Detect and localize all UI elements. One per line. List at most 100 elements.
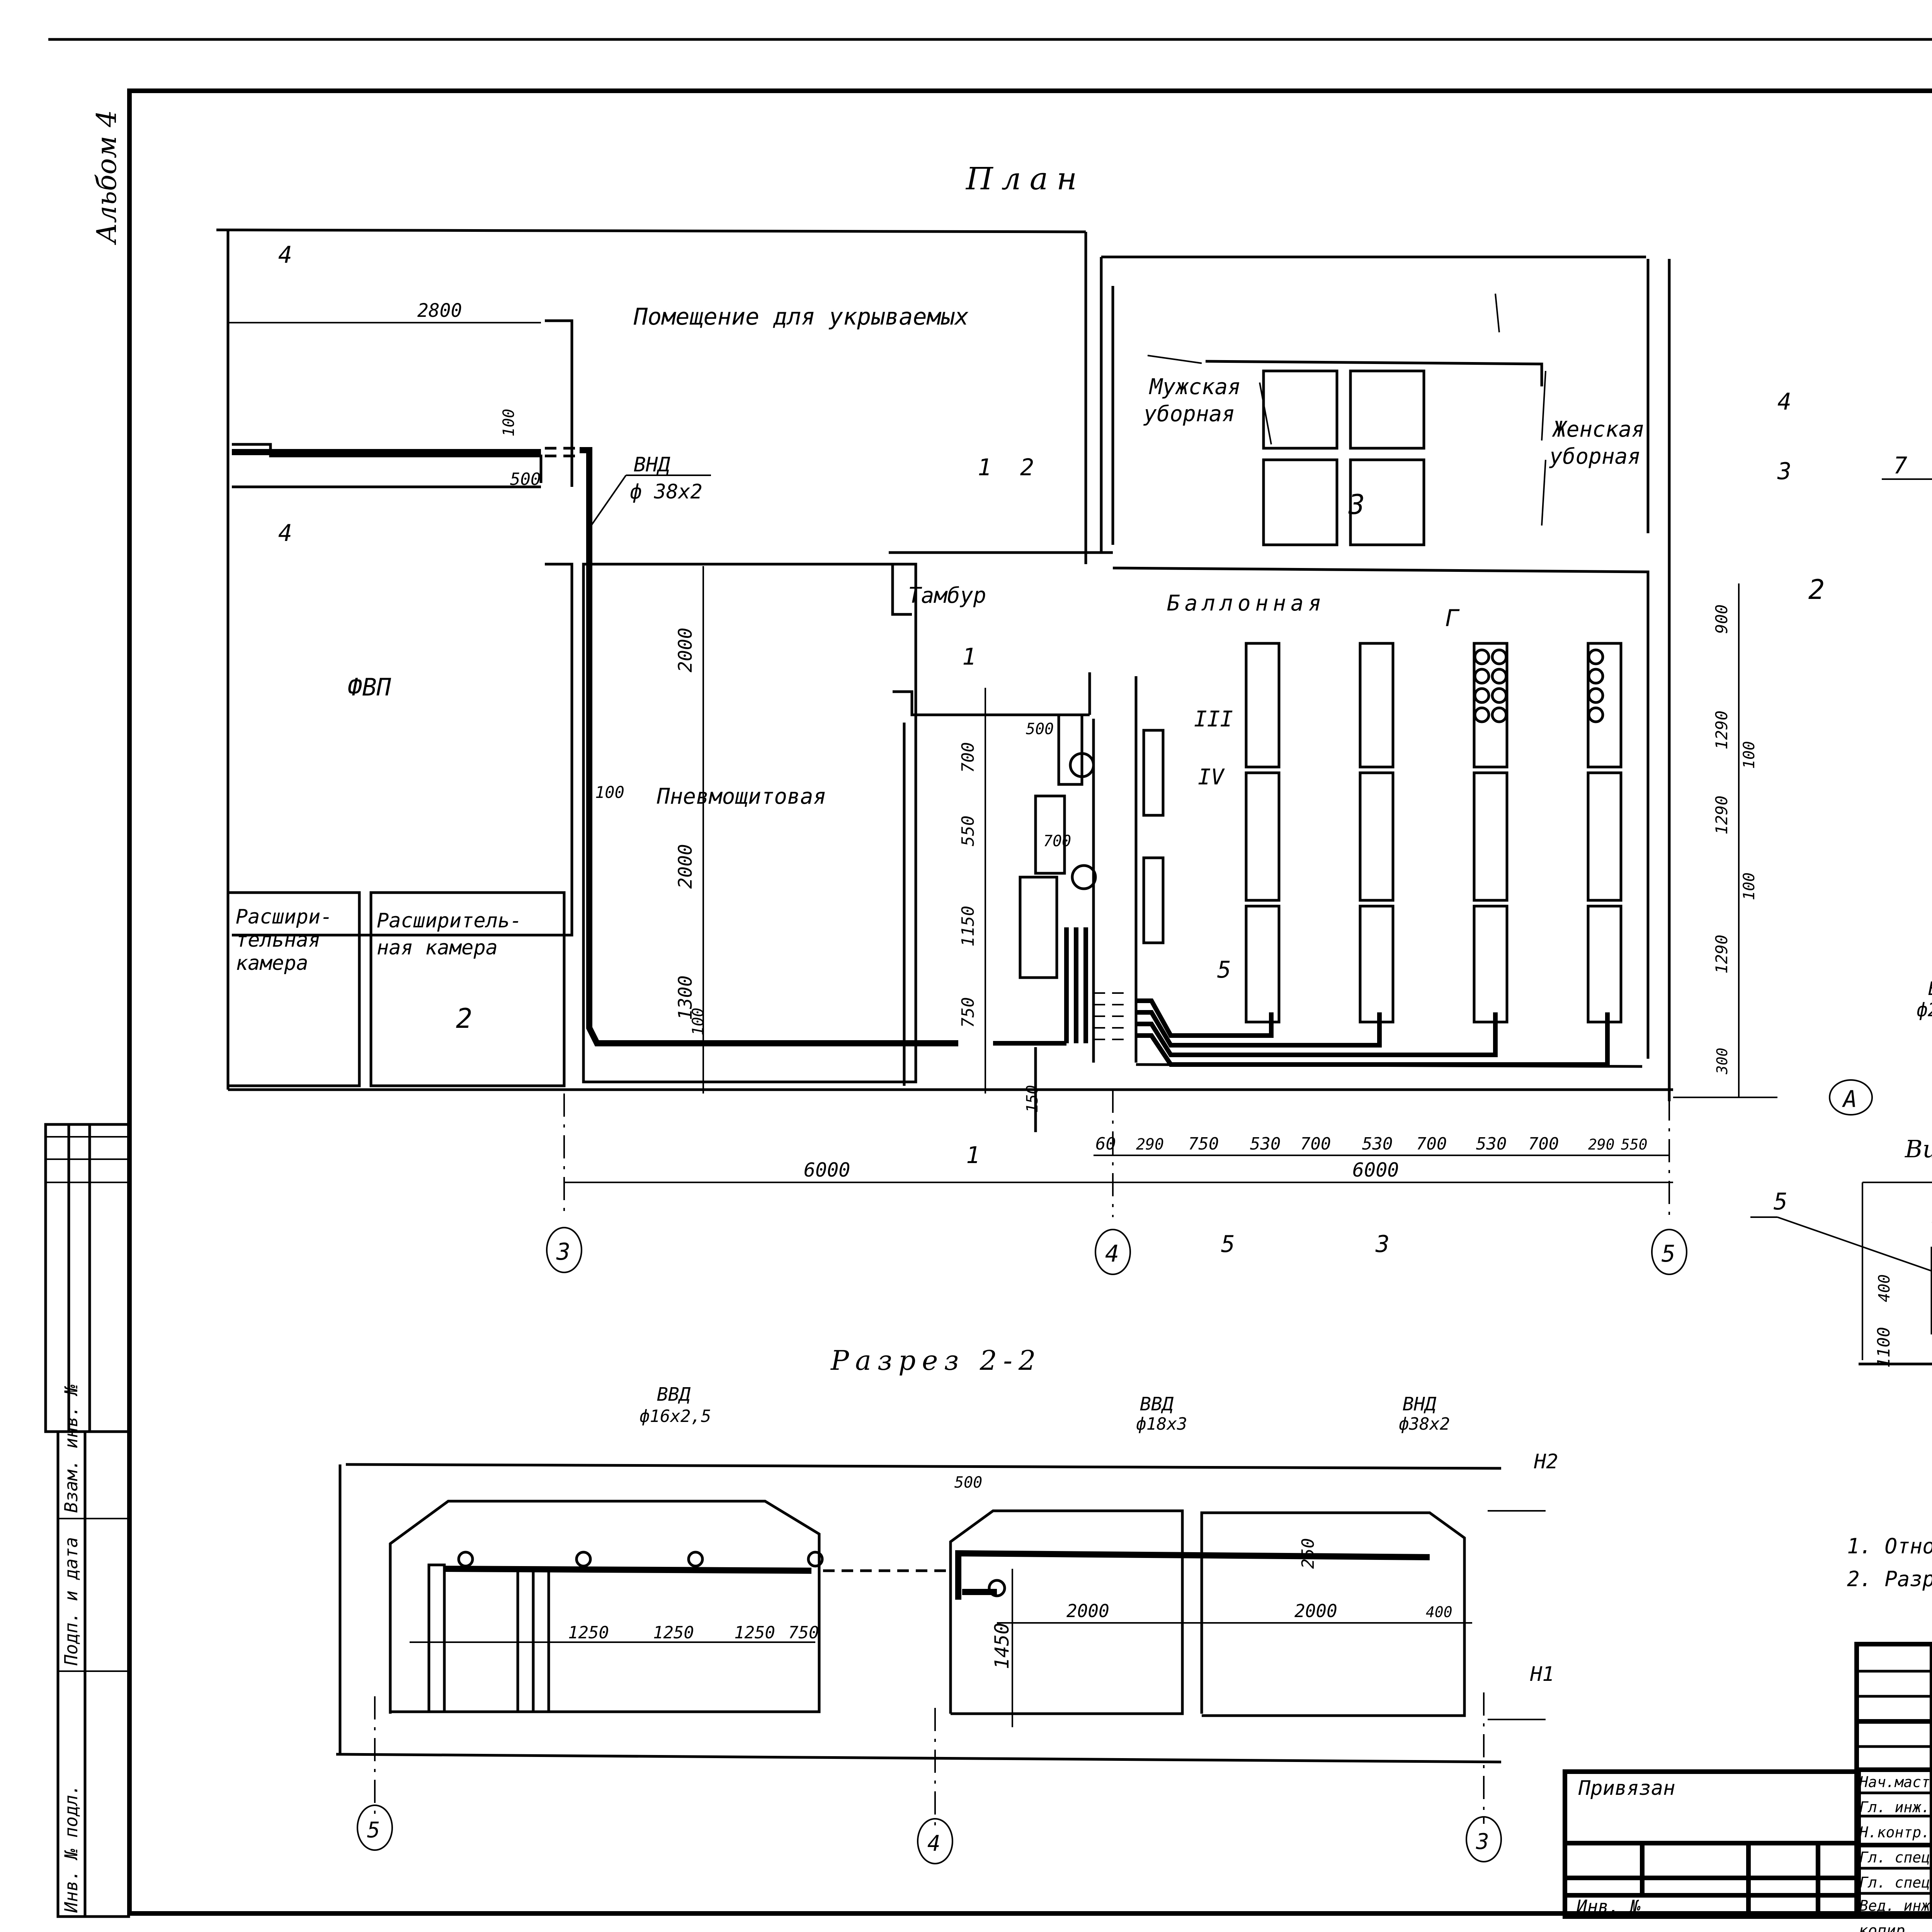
s22-dim-2000a: 2000 [1066,1600,1109,1621]
s22-axis-5: 5 [367,1818,380,1843]
section-mark-2-right: 2 [1808,574,1825,605]
sign-role: Н.контр. [1859,1824,1930,1841]
room-shelter: Помещение для укрываемых [633,303,969,330]
dim-right-900: 900 [1712,604,1731,634]
room-mens-wc-line2: уборная [1143,401,1235,427]
s22-dim-250: 250 [1298,1538,1318,1569]
dim-right-1290c: 1290 [1712,935,1731,974]
dim-chain-item: 290 [1588,1136,1615,1153]
sign-role: Нач.маст. [1859,1774,1932,1791]
bound-label: Привязан [1578,1777,1675,1800]
section-2-2-drawing [336,1463,1546,1864]
s22-label-vvd16: ВВД [657,1384,691,1405]
plan-walls [216,228,1777,1101]
room-exp2-line2: ная камера [377,936,498,959]
dim-chain-item: 700 [1300,1134,1331,1154]
sign-role: Гл. спец. [1859,1874,1932,1891]
dim-550: 550 [958,816,978,846]
s22-level-h2: Н2 [1534,1450,1558,1473]
room-exp1-line2: тельная [236,929,320,952]
room-exp1-line3: камера [236,952,308,975]
room-vestibule: Тамбур [908,583,986,608]
sheet-frame [48,38,1932,1916]
signature-rows: Нач.маст. Виноградов Гл. инж. Синяков Н.… [1859,1774,1932,1914]
s22-label-vnd: ВНД [1403,1393,1437,1415]
dim-span-right: 6000 [1352,1159,1399,1181]
dim-chain-item: 530 [1476,1134,1507,1154]
s11-callout-7: 7 [1893,452,1907,479]
s22-label-vvd18-size: ф18x3 [1136,1414,1187,1434]
s22-dim-500: 500 [954,1474,982,1492]
dim-right-100b: 100 [1740,872,1758,900]
dim-100a: 100 [500,409,518,437]
dim-chain-item: 550 [1621,1136,1648,1153]
dim-span-left: 6000 [804,1159,850,1181]
dim-700b: 700 [1043,832,1071,850]
plan-title: План [965,161,1085,197]
view-a-dim-1100: 1100 [1874,1327,1894,1368]
dim-500b: 500 [1026,720,1054,738]
plan-callout-3: 3 [1777,458,1791,485]
dim-right-100a: 100 [1740,741,1758,769]
dim-700a: 700 [958,742,978,773]
s22-dim-chain-4: 750 [788,1623,819,1643]
title-block-grid [1563,1642,1932,1919]
s22-dim-chain-1: 1250 [568,1623,609,1643]
s22-label-vvd16-size: ф16x2,5 [639,1406,711,1426]
side-stamp-sign-field: Подп. и дата [61,1537,82,1666]
section-mark-5-top: 5 [1217,956,1231,983]
side-stamp-replace-field: Взам. инв. № [61,1384,82,1513]
dim-chain-item: 530 [1362,1134,1393,1154]
view-a-drawing [1750,1182,1932,1366]
s22-dim-1450: 1450 [991,1623,1013,1669]
note-1: 1. Относительные отметки Н1 и Н2 см. лис… [1847,1534,1932,1558]
s22-dim-400: 400 [1426,1604,1452,1621]
sign-role: Гл. спец. [1859,1849,1932,1866]
section-mark-4-bottom: 4 [278,520,292,547]
plan-callout-2: 2 [1020,454,1034,481]
plan-pipe-label-name: ВНД [634,453,670,476]
plan-equipment [1019,642,1622,1024]
dim-500a: 500 [510,469,541,489]
dim-2000b: 2000 [675,844,696,889]
room-mens-wc-line1: Мужская [1149,374,1241,400]
s11-label-vvd25: ВВД [1928,978,1932,1000]
sign-role: Гл. инж. [1859,1799,1930,1816]
dim-1300: 1300 [675,975,696,1020]
dim-right-1290a: 1290 [1712,711,1731,750]
plan-callout-node-4: IV [1198,765,1225,790]
dim-chain-item: 530 [1250,1134,1281,1154]
plan-pipes [232,447,1610,1132]
dim-150: 150 [1024,1085,1041,1113]
room-exp1-line1: Расшири- [236,905,332,929]
room-cylinder: Баллонная [1167,591,1326,616]
plan-corner-mark: Г [1445,605,1460,632]
s22-axis-3: 3 [1476,1829,1489,1854]
side-stamp-inv-field: Инв. № подл. [61,1784,82,1913]
room-exp2-line1: Расширитель- [377,909,522,932]
s22-dim-chain-3: 1250 [734,1623,775,1643]
plan-callout-4: 4 [1777,388,1791,415]
dim-chain-item: 750 [1188,1134,1219,1154]
section-mark-3-bottom: 3 [1375,1231,1389,1258]
album-label: Альбом 4 [91,110,122,245]
plan-dimensions [228,322,1740,1217]
view-a-title: Вид А [1905,1135,1932,1163]
s22-dim-2000b: 2000 [1294,1600,1337,1621]
dim-750: 750 [958,997,978,1028]
dim-chain-item: 290 [1136,1136,1164,1153]
room-fvp: ФВП [348,673,391,701]
copied-by-label: копир. [1859,1922,1915,1932]
section-mark-4-top: 4 [278,242,292,269]
inv-label: Инв. № [1576,1896,1641,1917]
s11-label-vvd25-size: ф25x3 [1917,999,1932,1021]
section-mark-1-top: 1 [962,643,976,670]
section-mark-1-bottom: 1 [966,1142,980,1169]
dim-2800: 2800 [417,300,462,321]
axis-3: 3 [556,1238,570,1265]
view-a-callout-5: 5 [1774,1188,1787,1215]
axis-5: 5 [1662,1240,1675,1267]
dim-chain-item: 700 [1528,1134,1559,1154]
dim-2000a: 2000 [675,628,696,672]
bottom-dim-chain: 60 290 750 530 700 530 700 530 700 290 5… [1095,1134,1648,1154]
